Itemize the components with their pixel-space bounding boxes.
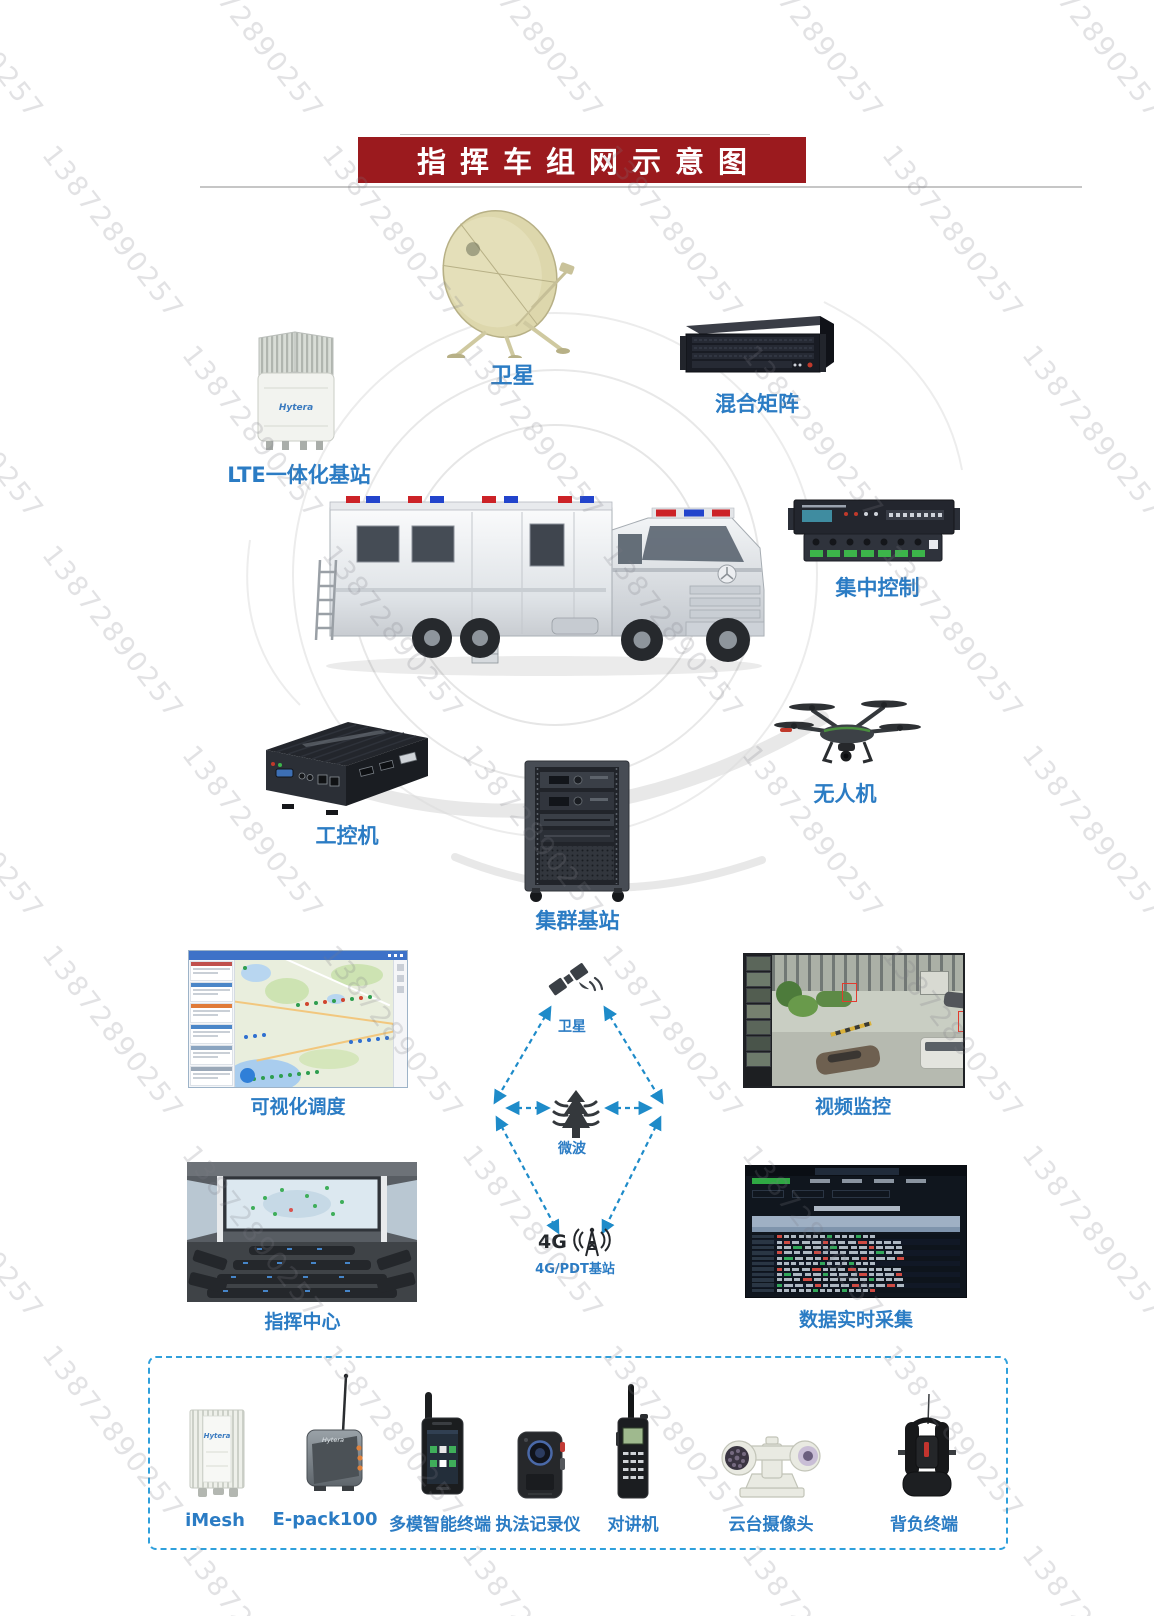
imesh-icon: Hytera [189,1409,245,1497]
backpack-terminal-label: 背负终端 [890,1515,958,1535]
map-locate-button [240,1068,255,1083]
video-thumbnail [746,972,771,987]
visual-dispatch-screenshot [188,950,408,1088]
dispatch-list-item [190,982,233,1002]
title-bottom-rule [200,186,1082,188]
video-monitor-screenshot [743,953,965,1088]
hybrid-matrix-label: 混合矩阵 [715,392,799,416]
ptz-camera-label: 云台摄像头 [728,1515,814,1535]
video-thumbnail [746,1020,771,1035]
video-thumbnail [746,956,771,971]
diamond-satellite-icon [548,963,603,996]
map-titlebar [189,951,407,960]
video-main-view [772,955,963,1086]
diamond-satellite-label: 卫星 [558,1019,586,1035]
central-control-label: 集中控制 [835,576,920,600]
satellite-dish-icon [442,209,575,358]
diamond-microwave-label: 微波 [558,1141,586,1157]
video-thumbnail-strip [745,955,772,1086]
diamond-4g-icon: 4G [538,1224,615,1260]
dispatch-list-item [190,1066,233,1086]
title-top-rule [400,134,770,135]
walkie-talkie-label: 对讲机 [607,1515,659,1535]
video-monitor-label: 视频监控 [814,1096,891,1118]
imesh-label: iMesh [185,1510,245,1531]
imesh-brand-text: Hytera [204,1432,231,1440]
industrial-pc-label: 工控机 [315,824,379,848]
lte-station-icon: Hytera [257,331,335,450]
ptz-camera-icon [721,1436,821,1498]
drone-icon [774,700,921,764]
command-center-photo [187,1162,417,1302]
drone-label: 无人机 [813,782,877,806]
diamond-microwave-icon [552,1090,600,1138]
map-canvas [235,960,393,1087]
central-control-icon [788,499,960,562]
satellite-label: 卫星 [490,364,535,389]
diamond-connectors [493,1005,664,1235]
lte-brand-text: Hytera [279,403,313,413]
command-center-label: 指挥中心 [264,1311,341,1333]
map-sidebar [189,960,235,1087]
dispatch-list-item [190,1003,233,1023]
4g-tower-glyph [573,1227,611,1257]
dispatch-list-item [190,961,233,981]
hybrid-matrix-icon [680,316,834,373]
diamond-4g-station-label: 4G/PDT基站 [535,1262,615,1277]
map-toolbar [393,960,407,1087]
video-thumbnail [746,988,771,1003]
body-camera-label: 执法记录仪 [495,1515,581,1535]
trunking-station-icon [524,760,630,902]
video-thumbnail [746,1004,771,1019]
device-panel-border [148,1356,1008,1550]
video-thumbnail [746,1036,771,1051]
smart-terminal-label: 多模智能终端 [389,1515,491,1535]
epack100-label: E-pack100 [272,1509,378,1530]
dispatch-list-item [190,1024,233,1044]
backpack-terminal-icon [898,1393,956,1497]
visual-dispatch-label: 可视化调度 [250,1096,346,1118]
page-title: 指挥车组网示意图 [416,145,761,179]
command-vehicle [314,496,765,676]
epack-brand-text: Hytera [322,1436,344,1444]
epack100-icon: Hytera [306,1373,363,1491]
body-camera-icon [517,1431,565,1499]
smart-terminal-icon [421,1392,464,1495]
dispatch-list-item [190,1045,233,1065]
page-title-banner: 指挥车组网示意图 [358,137,806,183]
data-collection-screenshot [745,1165,967,1298]
trunking-station-label: 集群基站 [535,909,620,933]
lte-station-label: LTE一体化基站 [227,463,371,487]
4g-text: 4G [538,1231,567,1253]
walkie-talkie-icon [616,1384,649,1499]
video-thumbnail [746,1052,771,1067]
data-collection-label: 数据实时采集 [798,1309,913,1331]
industrial-pc-icon [266,722,428,815]
